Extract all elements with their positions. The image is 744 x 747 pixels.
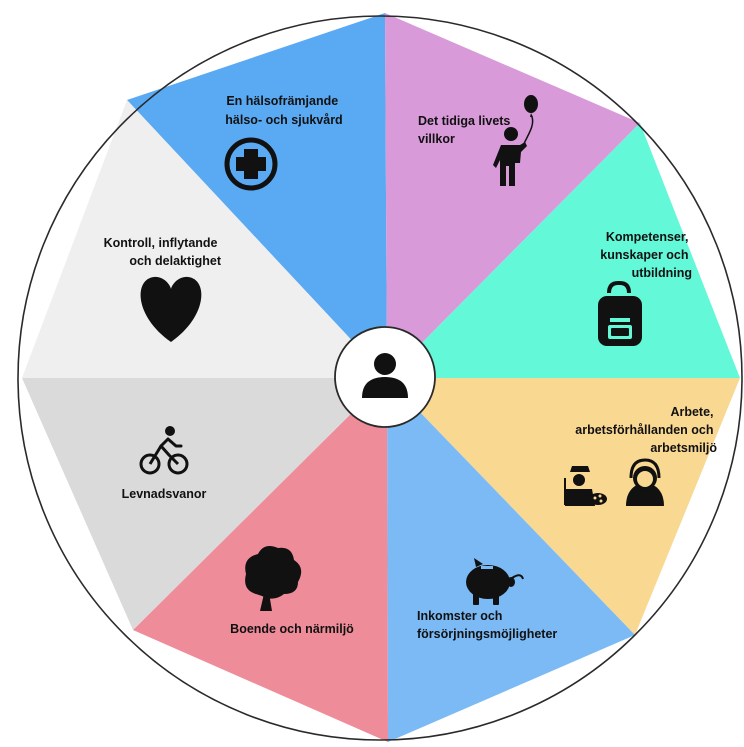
label-income: Inkomster och försörjningsmöjligheter <box>417 609 557 641</box>
segment-health-care[interactable] <box>127 13 387 378</box>
label-lifestyle: Levnadsvanor <box>122 487 207 501</box>
segment-income[interactable] <box>387 378 635 742</box>
tree-icon <box>245 546 302 611</box>
cyclist-icon <box>139 426 189 475</box>
workers-icon <box>564 458 664 506</box>
label-health-care: En hälsofrämjande hälso- och sjukvård <box>225 94 342 127</box>
label-education: Kompetenser, kunskaper och utbildning <box>600 230 692 280</box>
segment-education[interactable] <box>387 123 740 378</box>
label-early-life: Det tidiga livets villkor <box>418 114 514 146</box>
label-housing: Boende och närmiljö <box>230 622 354 636</box>
center-hub[interactable] <box>334 326 436 428</box>
wheel-outline <box>17 15 743 741</box>
segment-work[interactable] <box>387 378 740 635</box>
label-work: Arbete, arbetsförhållanden och arbetsmil… <box>575 405 717 455</box>
wheel-segments <box>22 13 740 742</box>
child-with-balloon-icon <box>493 95 538 186</box>
label-control: Kontroll, inflytande och delaktighet <box>104 236 222 268</box>
segment-control[interactable] <box>22 100 387 378</box>
segment-early-life[interactable] <box>385 13 640 378</box>
segment-lifestyle[interactable] <box>22 378 387 630</box>
piggy-bank-icon <box>466 558 524 605</box>
person-icon <box>362 353 408 398</box>
backpack-icon <box>598 281 642 346</box>
heart-icon <box>140 276 202 342</box>
medical-cross-icon <box>224 137 278 191</box>
